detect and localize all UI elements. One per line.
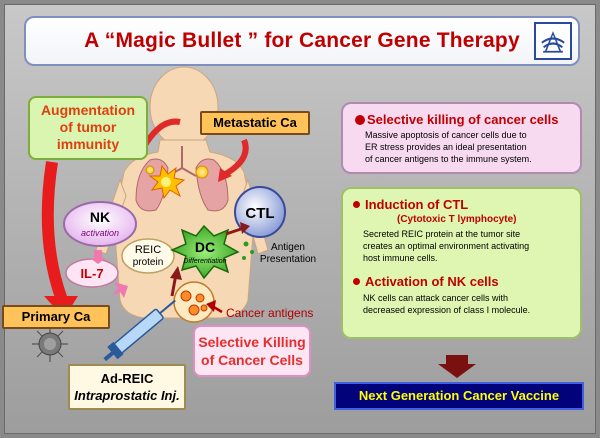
panel-body-line: of cancer antigens to the immune system. <box>365 154 532 164</box>
panel-body: NK cells can attack cancer cells with de… <box>353 292 572 316</box>
reic-protein-label: protein <box>133 257 164 268</box>
nk-label: NK <box>90 209 110 225</box>
primary-ca-label: Primary Ca <box>2 305 110 329</box>
next-generation-banner: Next Generation Cancer Vaccine <box>334 382 584 410</box>
selective-killing-panel: Selective killing of cancer cells Massiv… <box>341 102 582 174</box>
cancer-antigens-label: Cancer antigens <box>226 306 313 320</box>
panel-body-line: Secreted REIC protein at the tumor site <box>363 229 521 239</box>
intraprostatic-label: Intraprostatic Inj. <box>74 388 180 403</box>
il7-label: IL-7 <box>80 266 103 281</box>
antigen-label: Antigen <box>271 242 305 253</box>
ad-reic-label: Ad-REIC <box>100 371 154 386</box>
augmentation-arrow <box>41 161 68 303</box>
bullet-icon <box>353 278 360 285</box>
dc-differentiation-label: Differentiation <box>183 258 226 265</box>
dc-cell <box>170 224 240 280</box>
metastasis-nodule <box>195 165 209 179</box>
reic-protein-cell <box>121 238 175 274</box>
ad-reic-box: Ad-REIC Intraprostatic Inj. <box>68 364 186 410</box>
panel-body: Secreted REIC protein at the tumor site … <box>353 228 572 264</box>
il7-to-nk-arrow <box>90 250 106 264</box>
dc-label: DC <box>195 239 215 255</box>
presentation-label: Presentation <box>260 254 316 265</box>
panel-heading-text: Activation of NK cells <box>365 274 499 289</box>
nk-activation-label: activation <box>81 228 119 238</box>
ctl-label: CTL <box>245 205 274 222</box>
panel-body-line: Massive apoptosis of cancer cells due to <box>365 130 527 140</box>
augmentation-line: of tumor <box>59 119 117 135</box>
panel-subheading: (Cytotoxic T lymphocyte) <box>397 214 517 225</box>
panel-body-line: host immune cells. <box>363 253 438 263</box>
university-logo <box>534 22 572 60</box>
title-banner: A “Magic Bullet ” for Cancer Gene Therap… <box>24 16 580 66</box>
augmentation-line: Augmentation <box>40 102 136 118</box>
panel-heading: Selective killing of cancer cells <box>355 112 572 127</box>
explosion-burst-icon <box>148 164 186 200</box>
primary-tumor-icon <box>173 281 215 323</box>
panel-heading: Induction of CTL <box>353 197 572 212</box>
selective-killing-line: of Cancer Cells <box>201 352 303 368</box>
panel-heading: Activation of NK cells <box>353 274 572 289</box>
panel-body-line: decreased expression of class I molecule… <box>363 305 531 315</box>
ctl-nk-panel: Induction of CTL (Cytotoxic T lymphocyte… <box>341 187 582 339</box>
panel-body-line: ER stress provides an ideal presentation <box>365 142 527 152</box>
panel-heading-text: Induction of CTL <box>365 197 469 212</box>
bullet-icon <box>353 201 360 208</box>
augmentation-line: immunity <box>56 136 120 152</box>
down-arrow <box>438 355 476 378</box>
nk-cell <box>63 201 137 247</box>
panel-heading-text: Selective killing of cancer cells <box>367 112 559 127</box>
panel-body-line: NK cells can attack cancer cells with <box>363 293 509 303</box>
ctl-cell <box>234 186 286 238</box>
page-title: A “Magic Bullet ” for Cancer Gene Therap… <box>84 29 520 52</box>
selective-killing-line: Selective Killing <box>198 334 306 350</box>
panel-body-line: creates an optimal environment activatin… <box>363 241 530 251</box>
cancer-antigens-arrow <box>206 300 216 312</box>
metastasis-nodule <box>145 165 155 175</box>
virus-particle-icon <box>32 326 68 362</box>
metastatic-ca-label: Metastatic Ca <box>200 111 310 135</box>
primary-to-il7-arrow <box>112 282 128 298</box>
syringe-icon <box>103 299 176 362</box>
panel-body: Massive apoptosis of cancer cells due to… <box>355 129 572 165</box>
tumor-to-dc-arrow <box>170 266 182 280</box>
bullet-icon <box>355 115 365 125</box>
augmentation-box: Augmentation of tumor immunity <box>28 96 148 160</box>
reic-label: REIC <box>135 244 161 256</box>
dc-to-ctl-arrow <box>240 222 250 234</box>
selective-killing-box: Selective Killing of Cancer Cells <box>193 325 311 377</box>
